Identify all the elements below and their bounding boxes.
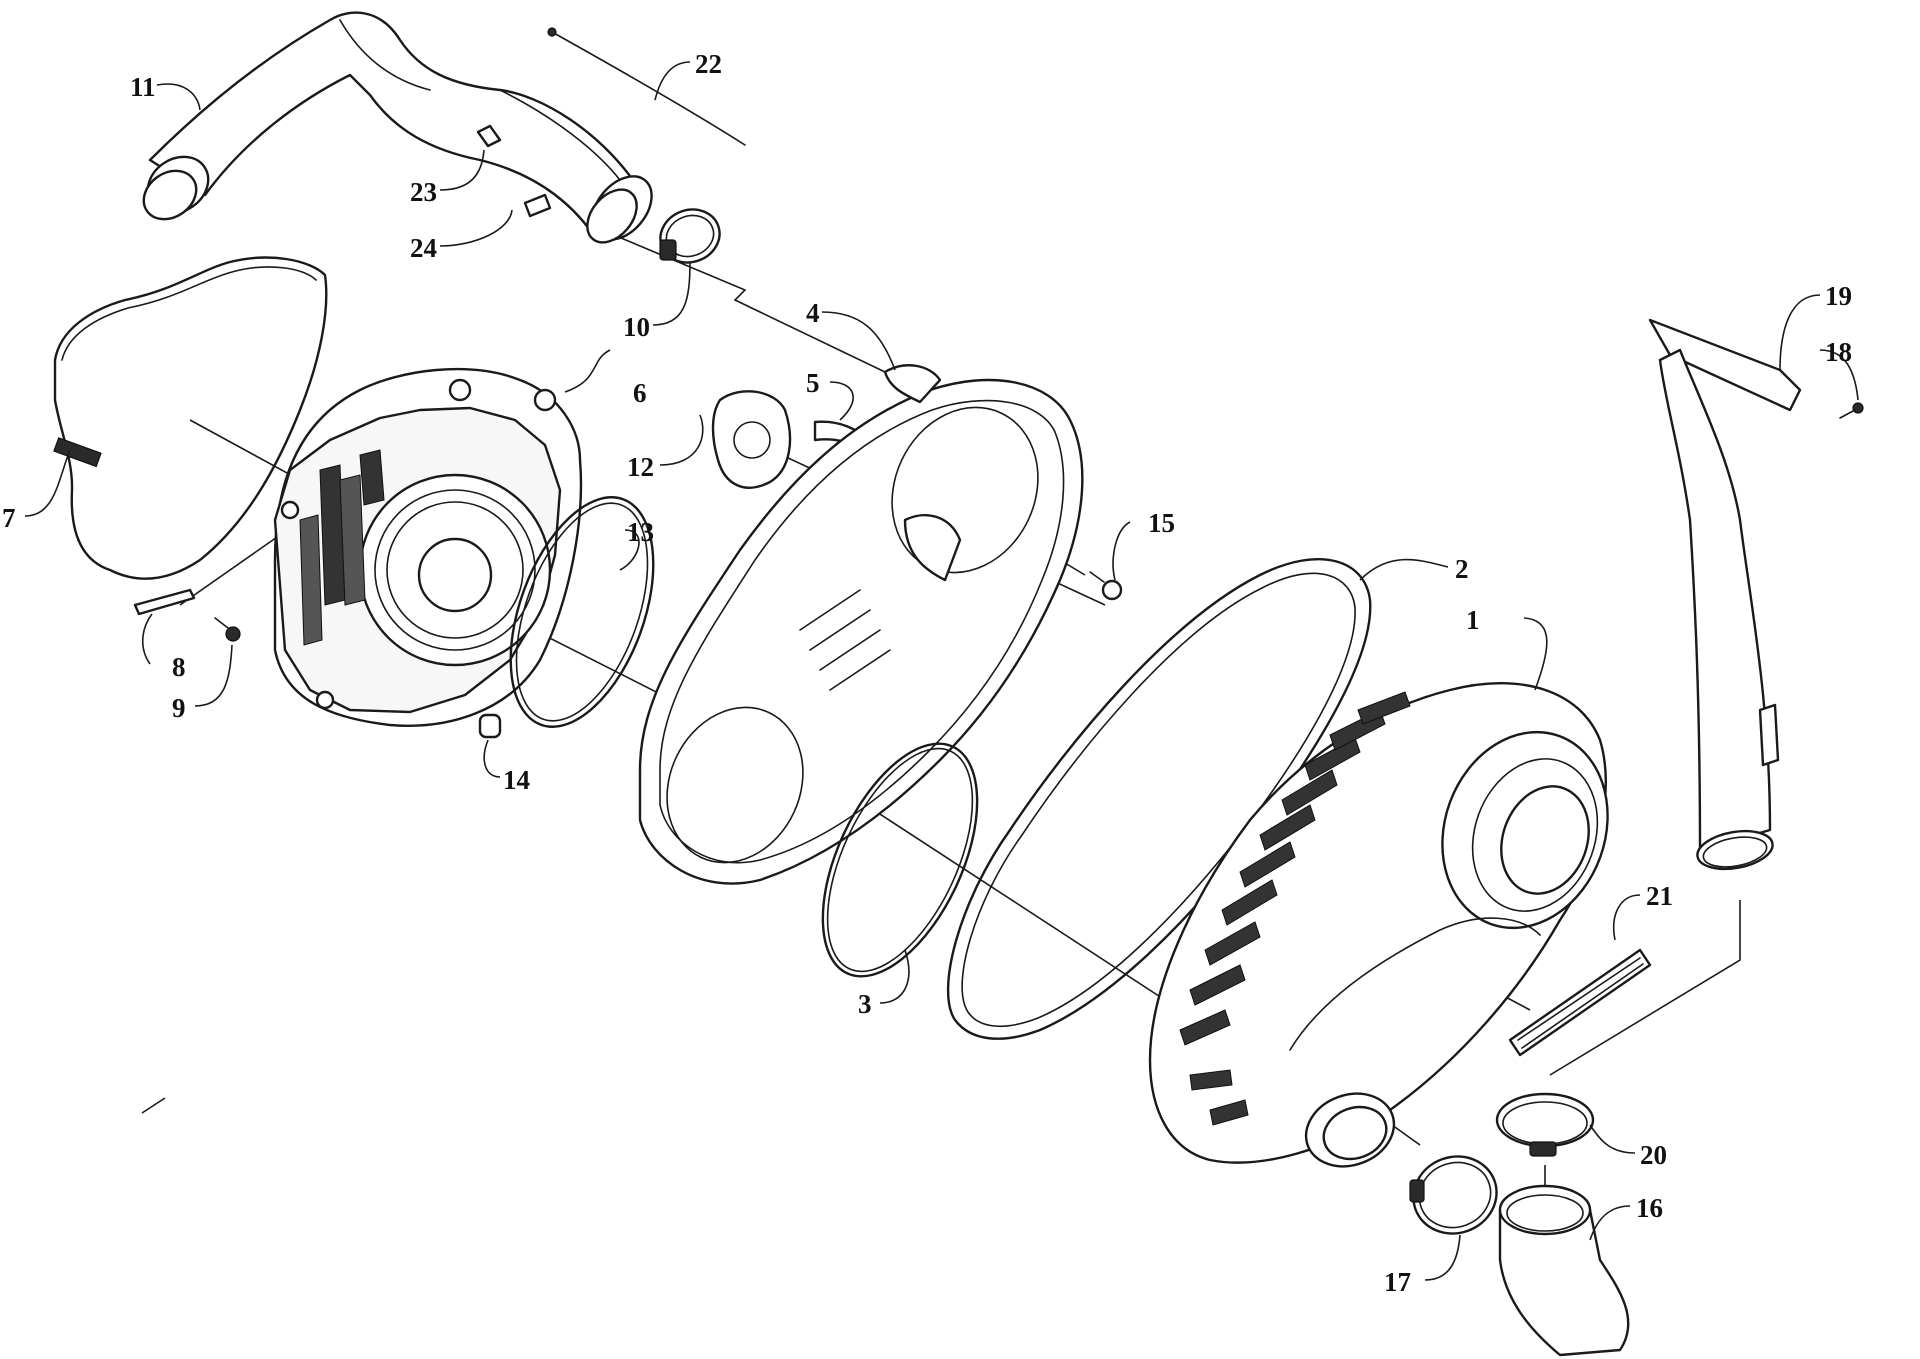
callout-8: 8 <box>172 652 186 682</box>
screw-part-18 <box>1839 402 1864 419</box>
callout-1: 1 <box>1466 605 1480 635</box>
callout-10: 10 <box>623 312 650 342</box>
callout-12: 12 <box>627 452 654 482</box>
vent-screen-part-21 <box>1508 948 1652 1057</box>
outer-cover-part-1 <box>1148 682 1609 1168</box>
callout-23: 23 <box>410 177 437 207</box>
callout-4: 4 <box>806 298 820 328</box>
bracket-part-8 <box>133 588 196 616</box>
screw-part-9 <box>214 617 241 642</box>
gasket-part-12 <box>711 390 792 489</box>
callout-16: 16 <box>1636 1193 1663 1223</box>
callout-11: 11 <box>130 72 156 102</box>
callout-21: 21 <box>1646 881 1673 911</box>
callout-19: 19 <box>1825 281 1852 311</box>
callout-9: 9 <box>172 693 186 723</box>
cable-tie-part-22 <box>547 27 746 146</box>
hose-clamp-part-17 <box>1409 1155 1498 1235</box>
ribs <box>799 589 891 691</box>
callout-24: 24 <box>410 233 437 263</box>
inner-cover-part-6 <box>273 367 583 727</box>
bushing-part-14 <box>478 713 502 739</box>
clip-part-23 <box>476 124 502 148</box>
clip-part-24 <box>523 193 552 218</box>
callout-labels: 11 22 23 24 10 4 5 6 12 13 7 8 9 14 15 2… <box>2 49 1852 1297</box>
callout-20: 20 <box>1640 1140 1667 1170</box>
callout-leaders <box>24 61 1859 1281</box>
callout-7: 7 <box>2 503 16 533</box>
hose-clamp-part-20 <box>1495 1092 1595 1157</box>
callout-5: 5 <box>806 368 820 398</box>
callout-2: 2 <box>1455 554 1469 584</box>
seal-part-7 <box>53 256 328 580</box>
duct-part-19 <box>1648 318 1802 871</box>
hose-clamp-part-10 <box>659 208 721 264</box>
callout-22: 22 <box>695 49 722 79</box>
housing-part-4 <box>638 364 1084 885</box>
callout-18: 18 <box>1825 337 1852 367</box>
cooling-fins <box>299 449 385 646</box>
callout-13: 13 <box>627 517 654 547</box>
screw-part-15 <box>1089 571 1123 601</box>
ring-part-3 <box>821 742 979 978</box>
coupler-part-16 <box>1498 1184 1630 1357</box>
intake-tube-part-11 <box>142 11 653 244</box>
drive-belt-part-2 <box>947 558 1372 1040</box>
o-ring-part-13 <box>509 496 655 728</box>
callout-17: 17 <box>1384 1267 1411 1297</box>
callout-6: 6 <box>633 378 647 408</box>
callout-3: 3 <box>858 989 872 1019</box>
vents <box>1179 691 1411 1126</box>
callout-15: 15 <box>1148 508 1175 538</box>
callout-14: 14 <box>503 765 530 795</box>
